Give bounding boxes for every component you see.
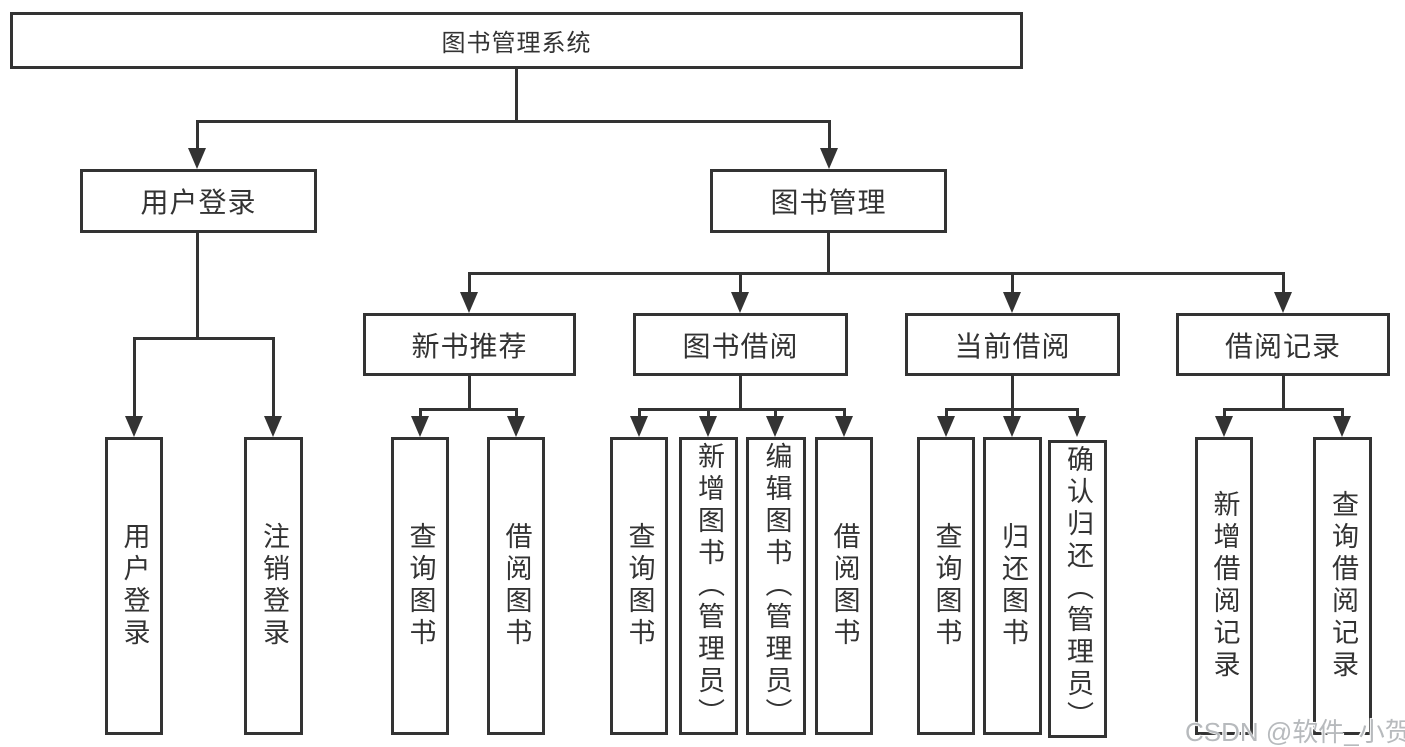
connector-line xyxy=(1281,376,1285,411)
node-label: 当前借阅 xyxy=(954,330,1071,362)
leaf-borrow-books: 借阅图书 xyxy=(815,437,873,735)
node-user-login: 用户登录 xyxy=(80,169,317,233)
node-book-borrow: 图书借阅 xyxy=(633,313,848,376)
connector-line xyxy=(738,272,742,292)
leaf-label: 查询图书 xyxy=(624,522,655,650)
leaf-label: 注销登录 xyxy=(259,522,289,650)
arrow-down-icon xyxy=(188,148,206,169)
leaf-label: 借阅图书 xyxy=(829,522,860,650)
arrow-down-icon xyxy=(937,416,955,437)
connector-line xyxy=(195,120,831,123)
connector-line xyxy=(467,376,471,411)
arrow-down-icon xyxy=(699,416,717,437)
connector-line xyxy=(418,408,422,416)
connector-line xyxy=(944,408,948,416)
connector-line xyxy=(195,233,199,340)
arrow-down-icon xyxy=(411,416,429,437)
arrow-down-icon xyxy=(125,416,143,437)
connector-line xyxy=(467,272,471,292)
arrow-down-icon xyxy=(1003,416,1021,437)
arrow-down-icon xyxy=(630,416,648,437)
arrow-down-icon xyxy=(264,416,282,437)
arrow-down-icon xyxy=(1274,292,1292,313)
connector-line xyxy=(637,408,846,411)
leaf-logout: 注销登录 xyxy=(244,437,303,735)
arrow-down-icon xyxy=(1068,416,1086,437)
leaf-edit-book-admin: 编辑图书（管理员） xyxy=(746,437,806,735)
node-label: 图书管理系统 xyxy=(441,30,592,57)
connector-line xyxy=(467,272,1285,275)
connector-line xyxy=(195,120,199,148)
connector-line xyxy=(706,408,710,416)
leaf-query-books-recommend: 查询图书 xyxy=(391,437,449,735)
leaf-query-books-borrow: 查询图书 xyxy=(610,437,668,735)
leaf-label: 编辑图书（管理员） xyxy=(761,442,792,730)
leaf-label: 用户登录 xyxy=(119,522,150,650)
arrow-down-icon xyxy=(835,416,853,437)
connector-line xyxy=(1010,408,1014,416)
connector-line xyxy=(271,337,275,416)
node-label: 用户登录 xyxy=(140,187,257,218)
leaf-label: 新增图书（管理员） xyxy=(694,442,724,730)
connector-line xyxy=(827,120,831,148)
watermark: CSDN @软件_小贺同学 xyxy=(1185,717,1405,747)
connector-line xyxy=(514,408,518,416)
node-label: 借阅记录 xyxy=(1224,330,1341,362)
arrow-down-icon xyxy=(1215,416,1233,437)
arrow-down-icon xyxy=(1333,416,1351,437)
leaf-label: 查询图书 xyxy=(405,522,436,650)
leaf-label: 查询图书 xyxy=(931,522,962,650)
leaf-return-book: 归还图书 xyxy=(983,437,1042,735)
connector-line xyxy=(1010,376,1014,411)
node-label: 图书管理 xyxy=(770,187,887,218)
leaf-borrow-books-recommend: 借阅图书 xyxy=(487,437,545,735)
connector-line xyxy=(826,233,830,275)
leaf-label: 确认归还（管理员） xyxy=(1063,445,1093,733)
node-current-borrow: 当前借阅 xyxy=(905,313,1120,376)
leaf-label: 归还图书 xyxy=(998,522,1028,650)
leaf-user-login: 用户登录 xyxy=(105,437,163,735)
connector-line xyxy=(1222,408,1226,416)
arrow-down-icon xyxy=(820,148,838,169)
leaf-label: 查询借阅记录 xyxy=(1328,490,1358,682)
connector-line xyxy=(1340,408,1344,416)
connector-line xyxy=(132,337,136,416)
connector-line xyxy=(637,408,641,416)
node-label: 新书推荐 xyxy=(411,330,528,362)
arrow-down-icon xyxy=(731,292,749,313)
node-library-system: 图书管理系统 xyxy=(10,12,1023,69)
connector-line xyxy=(1075,408,1079,416)
arrow-down-icon xyxy=(507,416,525,437)
connector-line xyxy=(738,376,742,411)
leaf-add-borrow-record: 新增借阅记录 xyxy=(1195,437,1253,735)
connector-line xyxy=(1222,408,1344,411)
node-new-book-recommend: 新书推荐 xyxy=(363,313,576,376)
node-label: 图书借阅 xyxy=(682,330,799,362)
connector-line xyxy=(132,337,275,340)
arrow-down-icon xyxy=(460,292,478,313)
connector-line xyxy=(514,69,518,123)
node-borrow-records: 借阅记录 xyxy=(1176,313,1390,376)
connector-line xyxy=(842,408,846,416)
connector-line xyxy=(773,408,777,416)
leaf-query-books-current: 查询图书 xyxy=(917,437,975,735)
connector-line xyxy=(1010,272,1014,292)
arrow-down-icon xyxy=(766,416,784,437)
connector-line xyxy=(1281,272,1285,292)
leaf-label: 借阅图书 xyxy=(501,522,532,650)
leaf-label: 新增借阅记录 xyxy=(1209,490,1240,682)
node-book-management: 图书管理 xyxy=(710,169,947,233)
connector-line xyxy=(418,408,518,411)
arrow-down-icon xyxy=(1003,292,1021,313)
leaf-confirm-return-admin: 确认归还（管理员） xyxy=(1048,440,1107,738)
leaf-add-book-admin: 新增图书（管理员） xyxy=(679,437,738,735)
leaf-query-borrow-record: 查询借阅记录 xyxy=(1313,437,1372,735)
